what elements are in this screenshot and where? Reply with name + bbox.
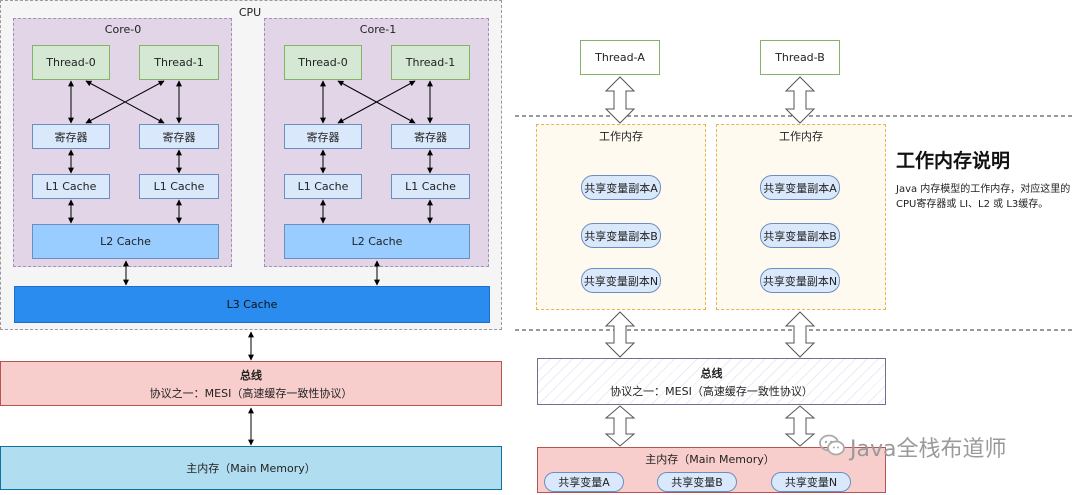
core-1-l1-cache-1: L1 Cache (391, 174, 470, 199)
core-0-label: Core-0 (104, 22, 142, 36)
core-0-register-0: 寄存器 (32, 124, 110, 149)
hollow-arrow-thread-b (784, 76, 816, 124)
right-bus-title: 总线 (700, 366, 723, 380)
left-main-memory: 主内存（Main Memory） (0, 446, 502, 490)
cpu-label: CPU (238, 5, 262, 19)
right-main-memory-label: 主内存（Main Memory） (645, 453, 775, 466)
core-1-l2-cache: L2 Cache (284, 224, 470, 259)
main-memory-var-a: 共享变量A (544, 472, 624, 492)
work-memory-b-copy-a: 共享变量副本A (760, 175, 840, 200)
core-0-thread-1: Thread-1 (139, 45, 219, 80)
left-bus: 总线 协议之一：MESI（高速缓存一致性协议） (0, 361, 502, 406)
right-bus: 总线 协议之一：MESI（高速缓存一致性协议） (537, 358, 886, 405)
core-0-thread-0: Thread-0 (32, 45, 110, 80)
hollow-arrow-wm-b-bus (784, 311, 816, 358)
hollow-arrow-bus-memory-a (604, 405, 636, 447)
core-1-register-1: 寄存器 (391, 124, 470, 149)
l3-cache: L3 Cache (14, 286, 490, 323)
work-memory-a-copy-b: 共享变量副本B (581, 223, 661, 248)
right-bus-subtitle: 协议之一：MESI（高速缓存一致性协议） (610, 384, 813, 398)
work-memory-a-copy-n: 共享变量副本N (581, 268, 661, 293)
core-1-thread-0: Thread-0 (284, 45, 362, 80)
core-1-register-0: 寄存器 (284, 124, 362, 149)
thread-b: Thread-B (760, 40, 840, 75)
watermark-logo-icon (818, 431, 846, 459)
hollow-arrow-bus-memory-b (784, 405, 816, 447)
core-1-label: Core-1 (359, 22, 397, 36)
watermark-text: Java全栈布道师 (850, 437, 1007, 462)
explanation-text: Java 内存模型的工作内存，对应这里的CPU寄存器或 LI、L2 或 L3缓存… (896, 184, 1071, 210)
core-0-l2-cache: L2 Cache (32, 224, 219, 259)
core-1-l1-cache-0: L1 Cache (284, 174, 362, 199)
hollow-arrow-wm-a-bus (604, 311, 636, 358)
main-memory-var-b: 共享变量B (657, 472, 737, 492)
core-0-l1-cache-1: L1 Cache (139, 174, 219, 199)
main-memory-var-n: 共享变量N (771, 472, 851, 492)
arrow-c1-cross-2 (337, 80, 416, 124)
left-bus-subtitle: 协议之一：MESI（高速缓存一致性协议） (149, 386, 353, 400)
work-memory-a-copy-a: 共享变量副本A (581, 175, 661, 200)
explanation-title: 工作内存说明 (896, 150, 1011, 172)
work-memory-a-label: 工作内存 (599, 130, 643, 143)
work-memory-b-copy-b: 共享变量副本B (760, 223, 840, 248)
left-bus-title: 总线 (240, 368, 262, 382)
core-0-l1-cache-0: L1 Cache (32, 174, 110, 199)
work-memory-b-copy-n: 共享变量副本N (760, 268, 840, 293)
core-1-thread-1: Thread-1 (391, 45, 470, 80)
arrow-c0-cross-2 (85, 80, 165, 124)
work-memory-b-label: 工作内存 (779, 130, 823, 143)
core-0-register-1: 寄存器 (139, 124, 219, 149)
hollow-arrow-thread-a (604, 76, 636, 124)
thread-a: Thread-A (580, 40, 660, 75)
